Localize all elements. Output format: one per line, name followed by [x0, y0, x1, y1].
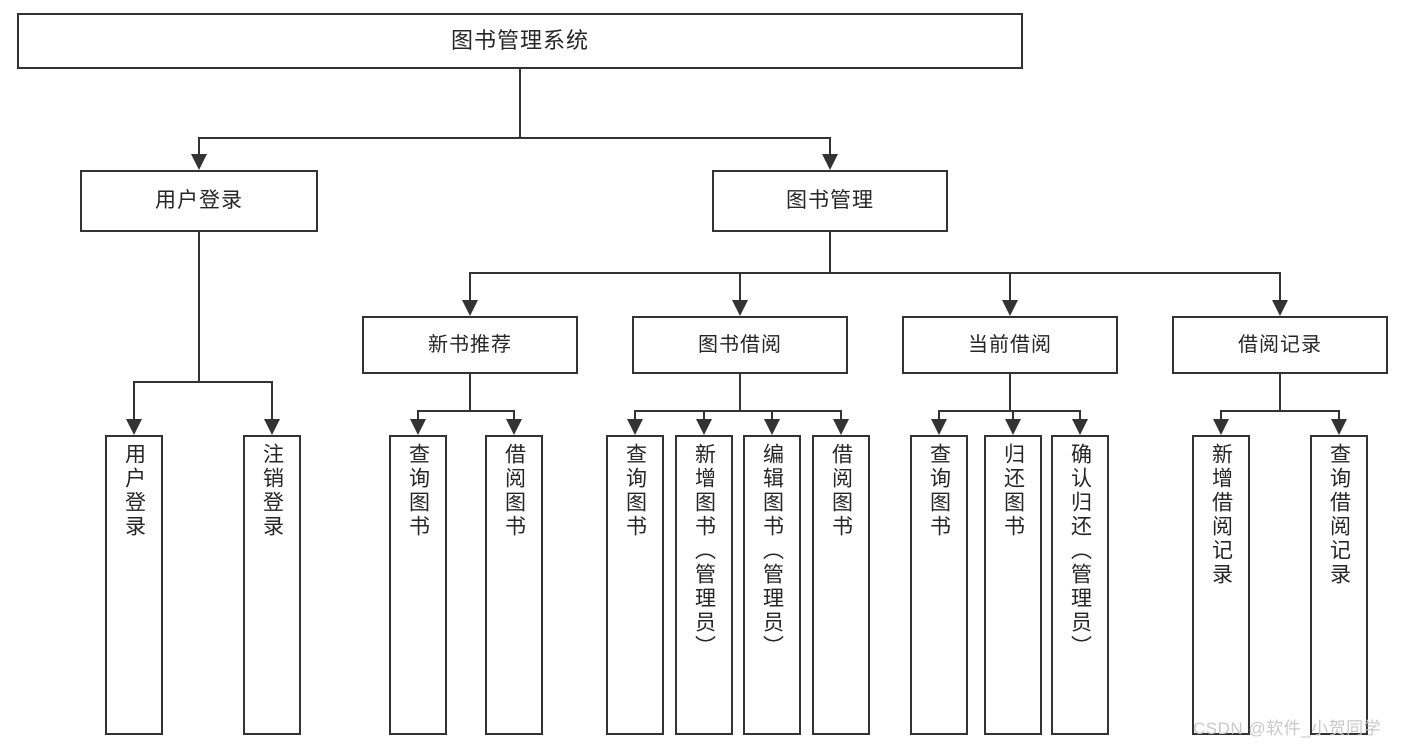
connector-vertical [198, 232, 200, 381]
node-level2-3-label: 借阅记录 [1238, 333, 1322, 356]
connector-vertical [519, 69, 521, 137]
connector-vertical [739, 272, 741, 300]
connector-horizontal [634, 410, 842, 412]
connector-vertical [513, 410, 515, 419]
node-level1-1[interactable]: 图书管理 [712, 170, 948, 232]
node-leaf-3[interactable]: 借阅图书 [485, 435, 543, 735]
connector-vertical [1338, 410, 1340, 419]
node-level2-0[interactable]: 新书推荐 [362, 316, 578, 374]
connector-vertical [417, 410, 419, 419]
connector-vertical [271, 381, 273, 419]
connector-vertical [1009, 272, 1011, 300]
node-leaf-0-label: 用户登录 [122, 443, 146, 539]
arrowhead-icon [264, 419, 280, 435]
connector-horizontal [469, 272, 1281, 274]
node-leaf-10-label: 确认归还（管理员） [1068, 443, 1092, 659]
connector-horizontal [417, 410, 515, 412]
node-level2-1[interactable]: 图书借阅 [632, 316, 848, 374]
node-level1-0-label: 用户登录 [155, 188, 243, 212]
node-level1-0[interactable]: 用户登录 [80, 170, 318, 232]
connector-horizontal [938, 410, 1081, 412]
connector-vertical [829, 232, 831, 272]
node-leaf-5-label: 新增图书（管理员） [692, 443, 716, 659]
arrowhead-icon [1272, 300, 1288, 316]
node-leaf-11[interactable]: 新增借阅记录 [1192, 435, 1250, 735]
arrowhead-icon [126, 419, 142, 435]
connector-vertical [1079, 410, 1081, 419]
node-leaf-3-label: 借阅图书 [502, 443, 526, 539]
node-level2-2[interactable]: 当前借阅 [902, 316, 1118, 374]
connector-vertical [1279, 374, 1281, 410]
node-root[interactable]: 图书管理系统 [17, 13, 1023, 69]
node-leaf-8-label: 查询图书 [927, 443, 951, 539]
node-leaf-4-label: 查询图书 [623, 443, 647, 539]
node-leaf-10[interactable]: 确认归还（管理员） [1051, 435, 1109, 735]
connector-vertical [634, 410, 636, 419]
arrowhead-icon [931, 419, 947, 435]
connector-horizontal [133, 381, 273, 383]
node-leaf-9-label: 归还图书 [1001, 443, 1025, 539]
node-level2-2-label: 当前借阅 [968, 333, 1052, 356]
node-leaf-12-label: 查询借阅记录 [1327, 443, 1351, 587]
arrowhead-icon [506, 419, 522, 435]
node-level2-3[interactable]: 借阅记录 [1172, 316, 1388, 374]
node-root-label: 图书管理系统 [450, 28, 589, 54]
connector-vertical [469, 272, 471, 300]
node-leaf-9[interactable]: 归还图书 [984, 435, 1042, 735]
node-leaf-6-label: 编辑图书（管理员） [760, 443, 784, 659]
node-leaf-4[interactable]: 查询图书 [606, 435, 664, 735]
connector-horizontal [1220, 410, 1340, 412]
arrowhead-icon [732, 300, 748, 316]
arrowhead-icon [1002, 300, 1018, 316]
connector-vertical [840, 410, 842, 419]
arrowhead-icon [1005, 419, 1021, 435]
arrowhead-icon [1331, 419, 1347, 435]
arrowhead-icon [1072, 419, 1088, 435]
arrowhead-icon [627, 419, 643, 435]
node-leaf-6[interactable]: 编辑图书（管理员） [743, 435, 801, 735]
arrowhead-icon [410, 419, 426, 435]
connector-vertical [739, 374, 741, 410]
arrowhead-icon [822, 154, 838, 170]
node-level2-0-label: 新书推荐 [428, 333, 512, 356]
connector-vertical [1220, 410, 1222, 419]
node-leaf-12[interactable]: 查询借阅记录 [1310, 435, 1368, 735]
arrowhead-icon [764, 419, 780, 435]
arrowhead-icon [191, 154, 207, 170]
arrowhead-icon [833, 419, 849, 435]
node-leaf-7-label: 借阅图书 [829, 443, 853, 539]
arrowhead-icon [1213, 419, 1229, 435]
node-leaf-2[interactable]: 查询图书 [389, 435, 447, 735]
node-level2-1-label: 图书借阅 [698, 333, 782, 356]
node-leaf-8[interactable]: 查询图书 [910, 435, 968, 735]
connector-vertical [1009, 374, 1011, 410]
connector-vertical [703, 410, 705, 419]
connector-vertical [198, 137, 200, 154]
connector-vertical [1012, 410, 1014, 419]
connector-vertical [938, 410, 940, 419]
node-leaf-1-label: 注销登录 [260, 443, 284, 539]
connector-vertical [1279, 272, 1281, 300]
connector-vertical [829, 137, 831, 154]
node-leaf-1[interactable]: 注销登录 [243, 435, 301, 735]
connector-vertical [771, 410, 773, 419]
node-level1-1-label: 图书管理 [786, 188, 874, 212]
node-leaf-11-label: 新增借阅记录 [1209, 443, 1233, 587]
connector-horizontal [198, 137, 831, 139]
arrowhead-icon [696, 419, 712, 435]
node-leaf-5[interactable]: 新增图书（管理员） [675, 435, 733, 735]
node-leaf-0[interactable]: 用户登录 [105, 435, 163, 735]
connector-vertical [133, 381, 135, 419]
node-leaf-2-label: 查询图书 [406, 443, 430, 539]
connector-vertical [469, 374, 471, 410]
arrowhead-icon [462, 300, 478, 316]
node-leaf-7[interactable]: 借阅图书 [812, 435, 870, 735]
